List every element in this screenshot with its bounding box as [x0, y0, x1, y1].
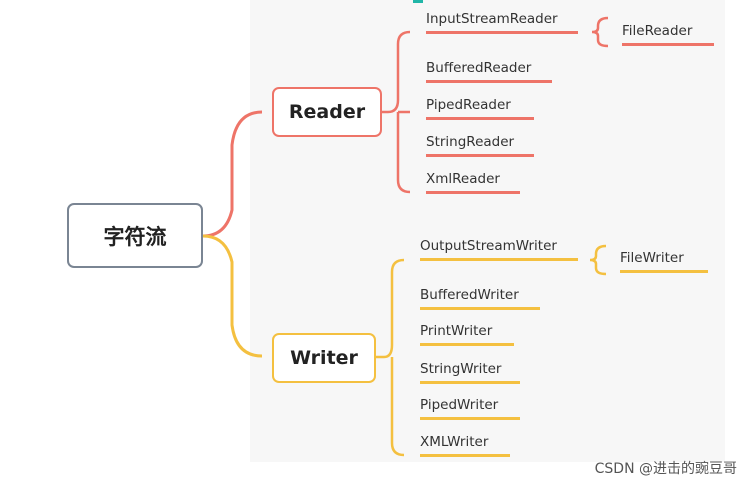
writer-child: PipedWriter — [420, 396, 520, 420]
accent-mark — [413, 0, 423, 3]
writer-child: PrintWriter — [420, 322, 514, 346]
reader-child: InputStreamReader — [426, 10, 578, 34]
filewriter-bracket — [589, 244, 607, 276]
writer-child: OutputStreamWriter — [420, 237, 578, 261]
writer-bracket — [376, 258, 405, 457]
writer-sub-child: FileWriter — [620, 249, 708, 273]
diagram-background — [250, 0, 725, 462]
reader-child: StringReader — [426, 133, 534, 157]
root-connector-writer — [202, 234, 263, 358]
reader-child: XmlReader — [426, 170, 520, 194]
root-node: 字符流 — [67, 203, 203, 268]
writer-child: BufferedWriter — [420, 286, 540, 310]
writer-node: Writer — [272, 333, 376, 383]
reader-child: BufferedReader — [426, 59, 552, 83]
reader-child: PipedReader — [426, 96, 534, 120]
writer-child: StringWriter — [420, 360, 520, 384]
watermark-text: CSDN @进击的豌豆哥 — [594, 461, 737, 477]
reader-bracket — [382, 30, 411, 194]
filereader-bracket — [591, 16, 609, 48]
writer-child: XMLWriter — [420, 433, 510, 457]
root-connector — [202, 110, 263, 238]
reader-sub-child: FileReader — [622, 22, 714, 46]
reader-node: Reader — [272, 87, 382, 137]
